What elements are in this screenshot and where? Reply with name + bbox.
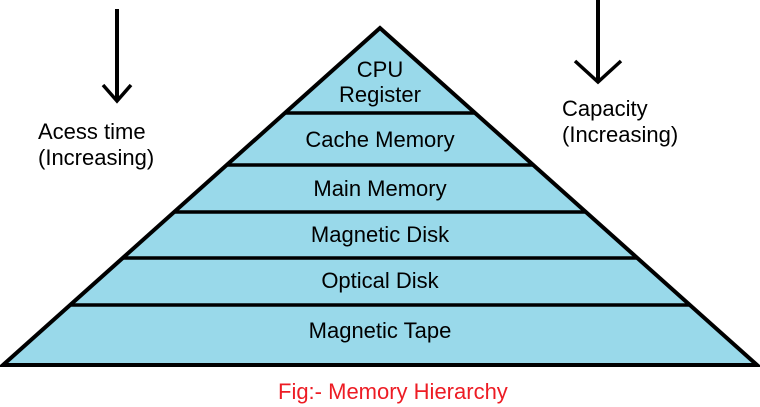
layer-label-magnetic-disk: Magnetic Disk xyxy=(310,222,450,247)
figure-caption: Fig:- Memory Hierarchy xyxy=(278,379,508,404)
layer-label-cache-memory: Cache Memory xyxy=(305,127,455,152)
capacity-label-line1: Capacity xyxy=(562,96,648,121)
layer-label-cpu-register: CPU Register xyxy=(339,57,421,107)
access-time-label-line1: Acess time xyxy=(38,119,146,144)
capacity-label: Capacity (Increasing) xyxy=(562,96,678,148)
capacity-label-line2: (Increasing) xyxy=(562,122,679,147)
pyramid-triangle xyxy=(0,25,760,367)
capacity-down-arrow-icon xyxy=(573,0,623,85)
access-time-label-line2: (Increasing) xyxy=(38,145,155,170)
access-time-down-arrow-icon xyxy=(101,9,133,104)
layer-label-optical-disk: Optical Disk xyxy=(321,268,439,293)
layer-label-magnetic-tape: Magnetic Tape xyxy=(308,318,452,343)
layer-label-main-memory: Main Memory xyxy=(313,176,447,201)
access-time-label: Acess time (Increasing) xyxy=(38,119,154,171)
